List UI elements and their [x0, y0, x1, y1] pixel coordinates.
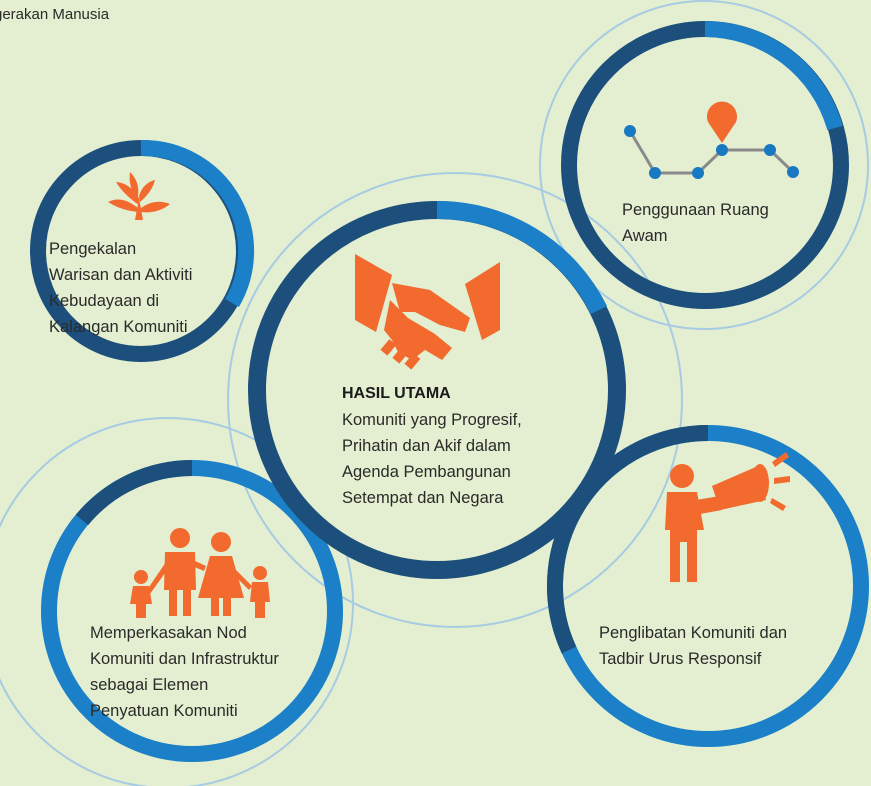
ring-public-space-accent — [704, 21, 843, 131]
ring-heritage-accent — [140, 139, 255, 308]
governance-label: Penglibatan Komuniti dan Tadbir Urus Res… — [599, 624, 788, 668]
header-fragment-text: gerakan Manusia — [0, 6, 110, 23]
center-heading: HASIL UTAMA — [342, 385, 451, 402]
center-fill — [261, 214, 613, 566]
outline-circle-center — [227, 172, 683, 628]
handshake-icon — [355, 254, 500, 370]
family-icon — [130, 528, 270, 618]
ring-center-accent — [436, 200, 608, 315]
tree-icon — [108, 172, 170, 220]
megaphone-speaker-icon — [665, 452, 790, 582]
outline-circle-public-space — [539, 0, 869, 330]
location-route-icon — [624, 101, 799, 179]
outline-circle-community — [0, 417, 354, 786]
center-body: Komuniti yang Progresif, Prihatin dan Ak… — [342, 411, 522, 507]
ring-community-accent — [75, 460, 193, 526]
heritage-label: Pengekalan Warisan dan Aktiviti Kebudaya… — [49, 240, 193, 336]
public-space-label: Penggunaan Ruang Awam — [622, 201, 769, 245]
community-nodes-label: Memperkasakan Nod Komuniti dan Infrastru… — [90, 624, 279, 720]
